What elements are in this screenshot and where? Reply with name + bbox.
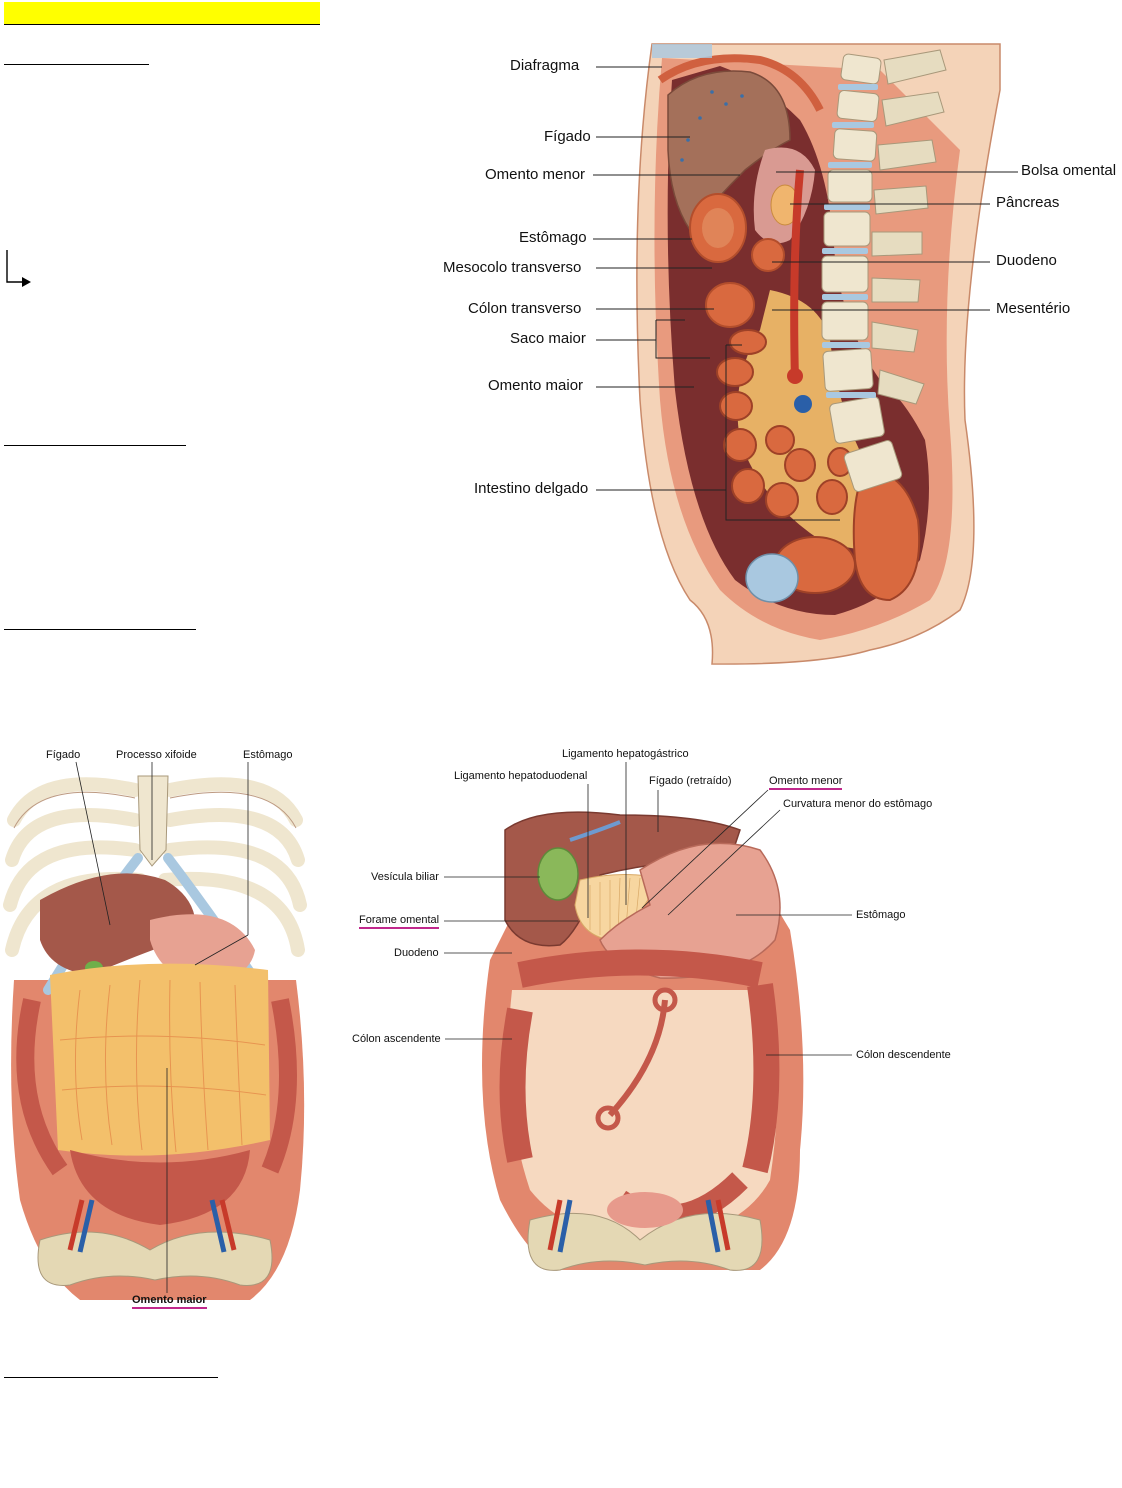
label-diafragma: Diafragma: [510, 57, 580, 74]
heading-rule-2: [4, 445, 186, 446]
label-bolsa-omental: Bolsa omental: [1021, 162, 1117, 179]
anterior-label-omento-maior: Omento maior: [132, 1295, 207, 1309]
label-intestino-delgado: Intestino delgado: [474, 480, 589, 497]
label-omento-maior: Omento maior: [488, 377, 584, 394]
anterior-label-processo-xifoide: Processo xifoide: [116, 749, 197, 761]
retracted-label-forame-omental: Forame omental: [359, 915, 440, 929]
label-figado: Fígado: [544, 128, 591, 145]
label-pancreas: Pâncreas: [996, 194, 1060, 211]
label-colon-transverso: Cólon transverso: [468, 300, 582, 317]
retracted-label-curvatura-menor: Curvatura menor do estômago: [783, 798, 933, 810]
retracted-label-omento-menor: Omento menor: [769, 776, 843, 790]
corner-down-right-arrow-icon: [6, 250, 31, 287]
highlighted-title-bar: [4, 2, 320, 25]
retracted-label-estomago: Estômago: [856, 909, 906, 921]
anterior-label-figado: Fígado: [46, 749, 81, 761]
retracted-label-colon-descendente: Cólon descendente: [856, 1049, 951, 1061]
retracted-label-figado-retraido: Fígado (retraído): [649, 775, 732, 787]
heading-rule-3: [4, 629, 196, 630]
retracted-label-ligamento-hepatoduodenal: Ligamento hepatoduodenal: [454, 770, 588, 782]
retracted-label-vesicula-biliar: Vesícula biliar: [371, 871, 439, 883]
label-mesocolo-transverso: Mesocolo transverso: [443, 259, 582, 276]
label-duodeno: Duodeno: [996, 252, 1057, 269]
label-saco-maior: Saco maior: [510, 330, 586, 347]
retracted-label-duodeno: Duodeno: [394, 947, 439, 959]
label-mesenterio: Mesentério: [996, 300, 1071, 317]
label-omento-menor: Omento menor: [485, 166, 586, 183]
retracted-label-ligamento-hepatogastrico: Ligamento hepatogástrico: [562, 748, 689, 760]
heading-rule-4: [4, 1377, 218, 1378]
retracted-label-colon-ascendente: Cólon ascendente: [352, 1033, 441, 1045]
heading-rule-1: [4, 64, 149, 65]
sagittal-section-illustration: [593, 43, 1018, 665]
label-estomago: Estômago: [519, 229, 587, 246]
anterior-label-estomago: Estômago: [243, 749, 293, 761]
